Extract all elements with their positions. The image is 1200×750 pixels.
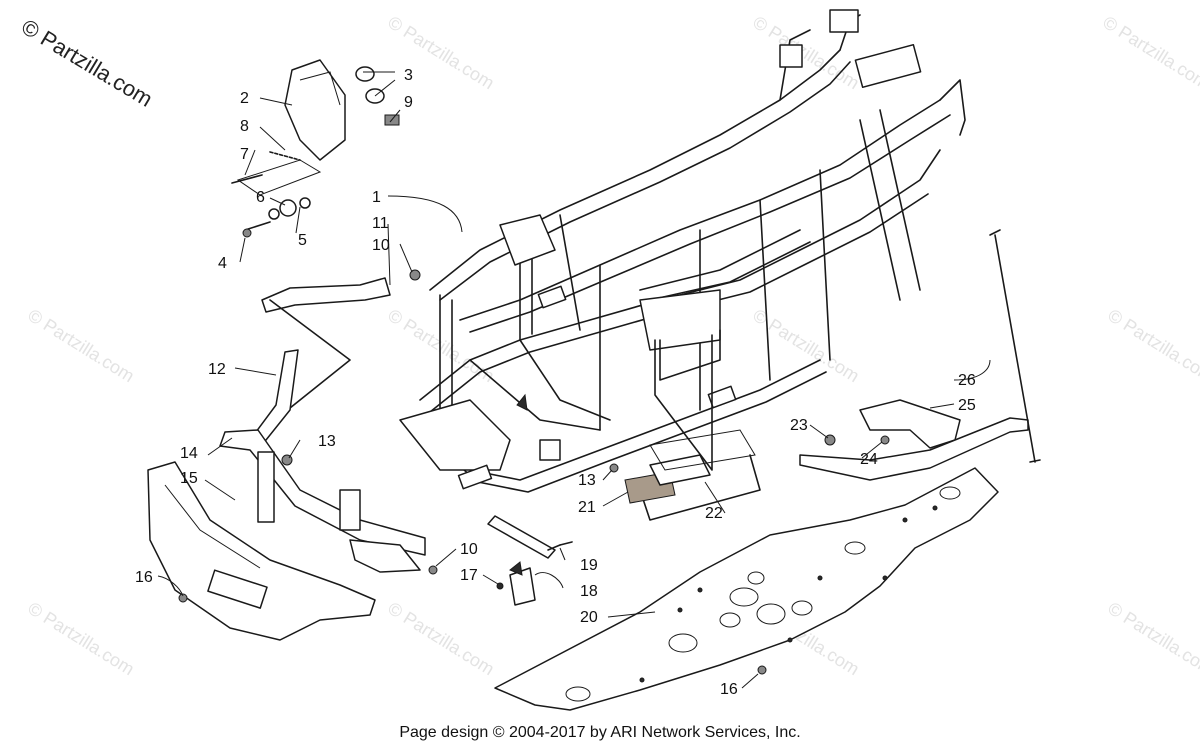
callout-2: 2 [240, 90, 249, 107]
copyright-footer: Page design © 2004-2017 by ARI Network S… [399, 724, 801, 741]
callout-10-lower: 10 [460, 541, 478, 558]
callout-20: 20 [580, 609, 598, 626]
callout-12: 12 [208, 361, 226, 378]
callout-labels: 3 2 9 8 7 6 5 4 1 11 10 12 13 14 15 16 1… [135, 67, 976, 698]
callout-22: 22 [705, 505, 723, 522]
callout-13: 13 [318, 433, 336, 450]
rod-26 [989, 229, 1041, 463]
callout-14: 14 [180, 445, 198, 462]
clip-16 [178, 593, 188, 603]
callout-8: 8 [240, 118, 249, 135]
callout-24: 24 [860, 451, 878, 468]
callout-1: 1 [372, 189, 381, 206]
bolt-24 [880, 435, 890, 445]
callout-10: 10 [372, 237, 390, 254]
rear-bracket-25 [799, 399, 1029, 481]
callout-23: 23 [790, 417, 808, 434]
callout-11: 11 [372, 215, 389, 232]
callout-7: 7 [240, 146, 249, 163]
front-bumper-tube [219, 429, 426, 573]
callout-5: 5 [298, 232, 307, 249]
main-frame [399, 9, 966, 521]
callout-21: 21 [578, 499, 596, 516]
front-fascia [147, 461, 376, 641]
leader-lines [157, 71, 991, 689]
bracket-18 [487, 393, 573, 606]
clip-16 [757, 665, 767, 675]
bolt-4 [242, 228, 252, 238]
callout-16-lower: 16 [720, 681, 738, 698]
callout-6: 6 [256, 189, 265, 206]
callout-3: 3 [404, 67, 413, 84]
callout-15: 15 [180, 470, 198, 487]
pad-21 [624, 454, 711, 504]
callout-17: 17 [460, 567, 478, 584]
callout-9: 9 [404, 94, 413, 111]
skid-plate [494, 467, 999, 711]
callout-19: 19 [580, 557, 598, 574]
callout-13-lower: 13 [578, 472, 596, 489]
pad-22 [649, 429, 756, 471]
callout-16: 16 [135, 569, 153, 586]
nut-10 [428, 565, 438, 575]
callout-18: 18 [580, 583, 598, 600]
callout-4: 4 [218, 255, 227, 272]
callout-25: 25 [958, 397, 976, 414]
nut-10 [409, 269, 421, 281]
callout-26: 26 [958, 372, 976, 389]
